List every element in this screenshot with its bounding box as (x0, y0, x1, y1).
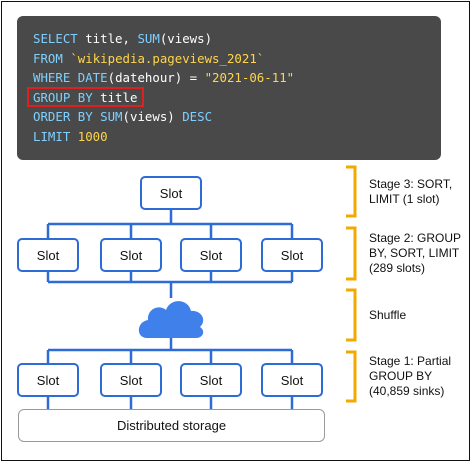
bracket-stage-1 (346, 350, 357, 403)
sql-token: title, (85, 31, 138, 46)
stage-2-label: Stage 2: GROUP BY, SORT, LIMIT (289 slot… (369, 231, 462, 275)
cloud-icon (138, 301, 204, 338)
shuffle-label: Shuffle (369, 308, 407, 322)
slot-stage-2-2: Slot (100, 238, 162, 272)
sql-token: WHERE (33, 70, 78, 86)
sql-token: (views) (159, 31, 213, 46)
stage-1-connectors (46, 338, 294, 409)
sql-token: SUM (137, 31, 160, 46)
sql-token: SUM (100, 109, 123, 125)
sql-token: GROUP BY (33, 89, 101, 105)
sql-token: DESC (182, 109, 213, 125)
distributed-storage: Distributed storage (18, 409, 325, 442)
slot-stage-1-2: Slot (100, 363, 162, 397)
stage-1-label: Stage 1: Partial GROUP BY (40,859 sinks) (369, 354, 452, 398)
stage-3-connectors (46, 209, 294, 238)
sql-line-5: ORDER BY SUM(views) DESC (33, 107, 441, 127)
slot-stage-1-3: Slot (180, 363, 242, 397)
bracket-stage-2 (346, 226, 357, 281)
slot-stage-2-3: Slot (180, 238, 242, 272)
sql-line-6: LIMIT 1000 (33, 127, 441, 147)
sql-token: LIMIT (33, 128, 78, 144)
sql-line-4: GROUP BY title (33, 88, 441, 108)
sql-line-3: WHERE DATE(datehour) = "2021-06-11" (33, 68, 441, 88)
sql-token: DATE (77, 70, 108, 86)
slot-stage-1-4: Slot (261, 363, 323, 397)
stage-2-connectors (46, 271, 294, 298)
sql-token: SELECT (33, 31, 86, 46)
sql-token: "2021-06-11" (204, 70, 295, 86)
sql-token: title (100, 89, 138, 105)
stage-brackets (346, 165, 357, 403)
slot-stage-2-1: Slot (17, 238, 79, 272)
slot-stage-2-4: Slot (261, 238, 323, 272)
sql-token: (views) (122, 109, 183, 125)
stage-3-label: Stage 3: SORT, LIMIT (1 slot) (369, 177, 453, 206)
sql-token: ORDER BY (33, 109, 101, 125)
group-by-highlight (27, 87, 144, 107)
sql-token: FROM (33, 50, 71, 66)
bracket-shuffle (346, 288, 357, 342)
bracket-stage-3 (346, 165, 357, 218)
slot-stage-3: Slot (140, 176, 202, 210)
sql-code-block: SELECT title, SUM(views)FROM `wikipedia.… (17, 16, 441, 160)
sql-token: (datehour) = (107, 70, 205, 86)
sql-line-1: SELECT title, SUM(views) (33, 29, 441, 49)
sql-token: 1000 (77, 128, 108, 144)
sql-line-2: FROM `wikipedia.pageviews_2021` (33, 49, 441, 69)
slot-stage-1-1: Slot (17, 363, 79, 397)
sql-token: `wikipedia.pageviews_2021` (70, 50, 265, 66)
